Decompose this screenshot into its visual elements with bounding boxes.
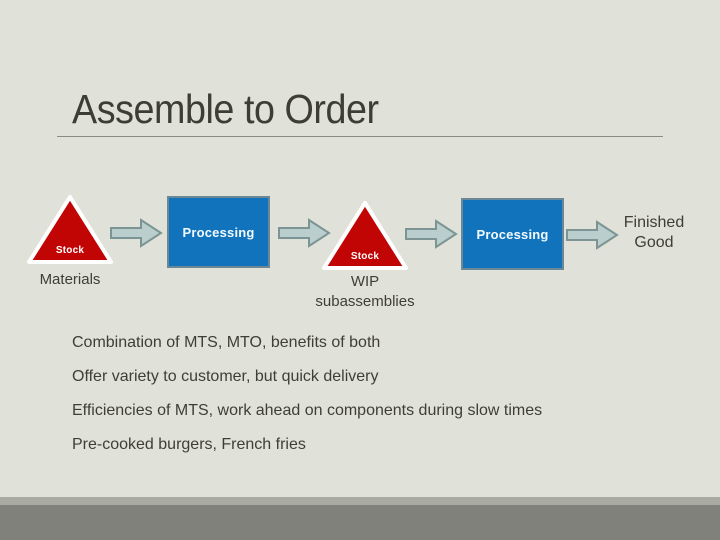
stock-triangle-wip-icon: Stock	[321, 199, 409, 271]
finished-good-line1: Finished	[623, 214, 685, 231]
wip-caption: WIP subassemblies	[295, 272, 435, 312]
stock-triangle-materials-icon: Stock	[26, 193, 114, 265]
footer-band-light	[0, 497, 720, 505]
finished-good-caption: Finished Good	[598, 213, 710, 253]
processing-label: Processing	[182, 224, 255, 240]
footer-band-dark	[0, 505, 720, 540]
bullet-line: Efficiencies of MTS, work ahead on compo…	[72, 402, 543, 419]
bullet-list: Combination of MTS, MTO, benefits of bot…	[72, 332, 662, 468]
processing-box-2: Processing	[461, 198, 564, 270]
processing-box-1: Processing	[167, 196, 270, 268]
title-underline	[57, 136, 663, 137]
processing-label: Processing	[476, 226, 549, 242]
flow-arrow-icon	[565, 219, 619, 251]
wip-caption-line2: subassemblies	[315, 293, 415, 310]
flow-arrow-icon	[404, 218, 458, 250]
triangle-shape	[27, 195, 113, 264]
wip-caption-line1: WIP	[350, 273, 380, 290]
flow-arrow-icon	[109, 217, 163, 249]
bullet-line: Pre-cooked burgers, French fries	[72, 436, 306, 453]
stock-label: Stock	[350, 251, 380, 262]
flow-arrow-icon	[277, 217, 331, 249]
materials-caption: Materials	[39, 271, 101, 288]
bullet-line: Offer variety to customer, but quick del…	[72, 368, 379, 385]
bullet-line: Combination of MTS, MTO, benefits of bot…	[72, 334, 381, 351]
triangle-shape	[322, 201, 408, 270]
finished-good-line2: Good	[634, 234, 674, 251]
stock-label: Stock	[55, 245, 85, 256]
slide-title: Assemble to Order	[72, 86, 379, 132]
